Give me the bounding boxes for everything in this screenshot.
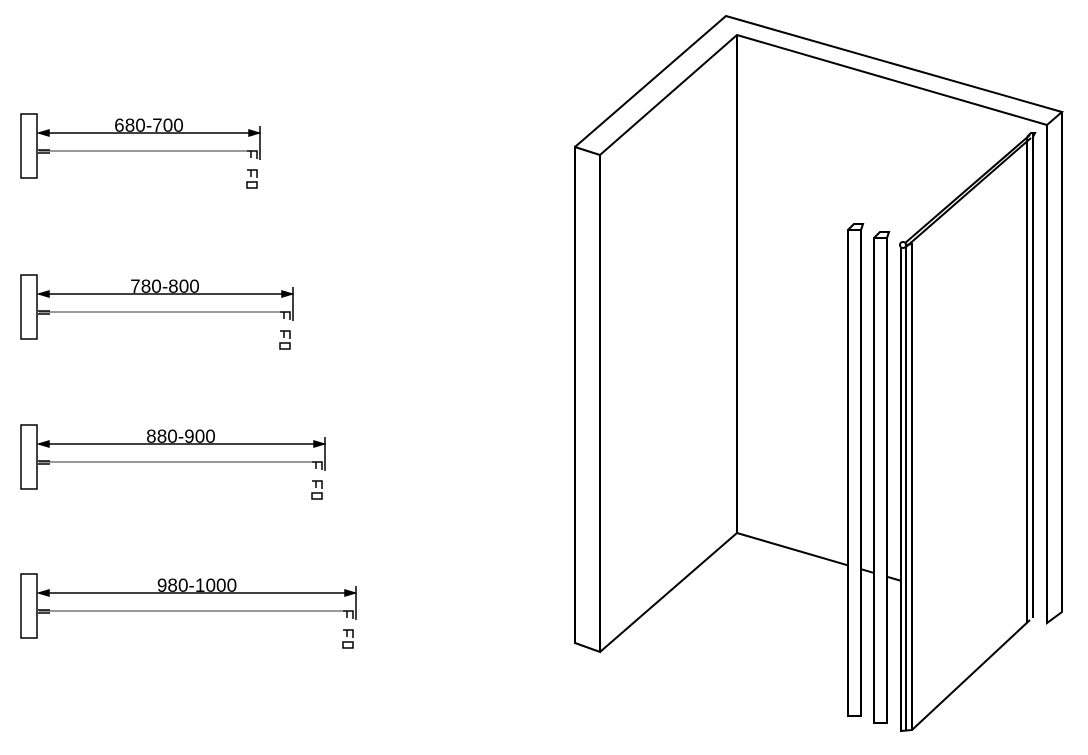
glass-bottom-edge [911, 619, 1031, 731]
wall-top [574, 14, 1065, 156]
dimension-label-1: 680-700 [114, 116, 184, 137]
dimension-label-4: 980-1000 [156, 576, 238, 597]
plan-view-4 [20, 573, 358, 649]
profile-bar-1 [847, 223, 865, 717]
wall-section [20, 113, 38, 179]
stabiliser-bar [903, 134, 1032, 248]
plan-view-2 [20, 274, 295, 350]
profile-bar-2 [873, 231, 891, 724]
dimension-arrows [36, 128, 262, 138]
plan-view-3 [20, 424, 327, 500]
dimension-label-2: 780-800 [130, 277, 200, 298]
dimension-label-3: 880-900 [146, 427, 216, 448]
isometric-view [574, 14, 1065, 733]
profile-detail [38, 149, 258, 189]
left-wall-edge [574, 145, 601, 654]
stabiliser-clamp [899, 241, 907, 249]
plan-view-1 [20, 113, 262, 189]
right-wall-edge [1046, 112, 1063, 625]
glass-door-profile [900, 242, 913, 733]
wall-profile [1026, 132, 1037, 622]
